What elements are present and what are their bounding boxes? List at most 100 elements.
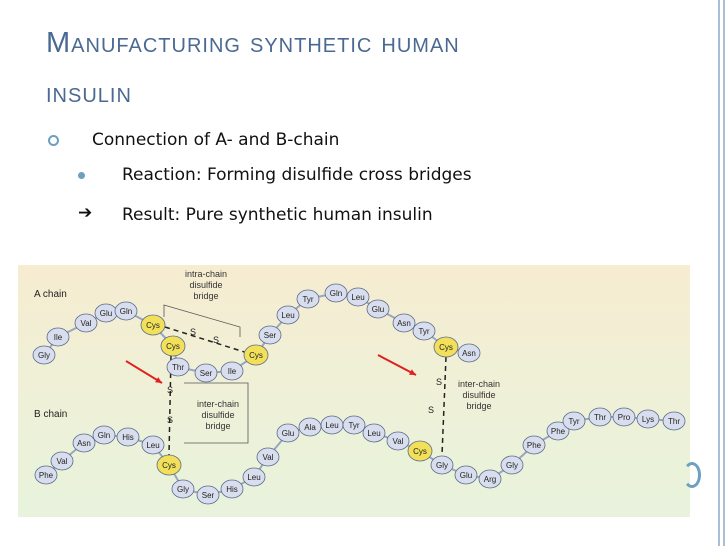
- amino-acid-residue: [612, 407, 636, 427]
- inter-right-line-1: inter-chain: [458, 379, 500, 389]
- amino-acid-residue: [412, 321, 436, 341]
- amino-acid-residue: [34, 465, 58, 485]
- amino-acid-residue: [346, 287, 370, 307]
- slide-corner-rule: [718, 0, 725, 546]
- amino-acid-residue: [32, 345, 56, 365]
- residue-label: Ala: [304, 423, 316, 432]
- sulfur-atom-label: S: [213, 335, 219, 345]
- amino-acid-residue: [194, 363, 218, 383]
- residue-label: Gly: [177, 485, 189, 494]
- amino-acid-residue: [220, 361, 244, 381]
- bullet-text: Connection of A- and B-chain: [92, 130, 340, 150]
- residue-label: His: [122, 433, 134, 442]
- intra-label-line-1: intra-chain: [185, 269, 227, 279]
- residue-label: Gln: [330, 289, 342, 298]
- residue-label: Ile: [54, 333, 63, 342]
- amino-acid-residue: [457, 343, 481, 363]
- amino-acid-residue: [296, 289, 320, 309]
- inter-bridge-label-left: inter-chain disulfide bridge: [197, 399, 239, 431]
- amino-acid-residue: [116, 427, 140, 447]
- intra-chain-bridge-line: [164, 326, 255, 356]
- sulfur-atom-label: S: [167, 415, 173, 425]
- residue-label: Tyr: [418, 327, 429, 336]
- cysteine-residue: [160, 335, 186, 357]
- residue-label: Gly: [506, 461, 518, 470]
- ring-bullet-icon: [48, 135, 59, 146]
- amino-acid-residue: [588, 407, 612, 427]
- residue-label: Gly: [436, 461, 448, 470]
- amino-acid-residue: [500, 455, 524, 475]
- red-arrow-shaft: [377, 354, 417, 376]
- residue-label: Thr: [668, 417, 680, 426]
- residue-label: Tyr: [568, 417, 579, 426]
- amino-acid-residue: [324, 283, 348, 303]
- decorative-arc: [683, 462, 701, 488]
- amino-acid-residue: [166, 357, 190, 377]
- amino-acid-residue: [430, 455, 454, 475]
- residue-label: Gly: [38, 351, 50, 360]
- amino-acid-residue: [392, 313, 416, 333]
- inter-right-line-3: bridge: [466, 401, 491, 411]
- amino-acid-residue: [636, 409, 660, 429]
- residue-label: Val: [81, 319, 92, 328]
- residue-label: Leu: [146, 441, 159, 450]
- intra-label-line-2: disulfide: [189, 280, 222, 290]
- residue-label: Phe: [527, 441, 542, 450]
- amino-acid-residue: [522, 435, 546, 455]
- amino-acid-residue: [220, 479, 244, 499]
- amino-acid-residue: [196, 485, 220, 505]
- residue-label: Gln: [98, 431, 110, 440]
- amino-acid-residue: [478, 469, 502, 489]
- intra-bridge-bracket: [163, 304, 241, 337]
- residue-label: Ile: [228, 367, 237, 376]
- a-chain-label: A chain: [34, 289, 67, 300]
- amino-acid-residue: [276, 423, 300, 443]
- bullet-text: Reaction: Forming disulfide cross bridge…: [122, 165, 472, 185]
- residue-label: Cys: [166, 342, 180, 351]
- amino-acid-residue: [276, 305, 300, 325]
- residue-label: Phe: [551, 427, 566, 436]
- cysteine-residue: [140, 314, 166, 336]
- residue-label: Val: [393, 437, 404, 446]
- slide-title-line-2: insulin: [46, 77, 132, 109]
- residue-label: Glu: [282, 429, 294, 438]
- residue-label: Gln: [120, 307, 132, 316]
- residue-label: Pro: [618, 413, 631, 422]
- residue-label: Leu: [325, 421, 338, 430]
- amino-acid-residue: [114, 301, 138, 321]
- amino-acid-residue: [141, 435, 165, 455]
- red-arrow-head-icon: [155, 377, 162, 383]
- inter-left-line-2: disulfide: [201, 410, 234, 420]
- dot-bullet-icon: [78, 172, 85, 179]
- residue-label: His: [226, 485, 238, 494]
- amino-acid-residue: [92, 425, 116, 445]
- sulfur-atom-label: S: [436, 377, 442, 387]
- amino-acid-residue: [454, 465, 478, 485]
- amino-acid-residue: [342, 415, 366, 435]
- residue-label: Thr: [172, 363, 184, 372]
- residue-label: Lys: [642, 415, 654, 424]
- cysteine-residue: [156, 454, 182, 476]
- b-chain-label: B chain: [34, 409, 67, 420]
- slide-title-line-1: Manufacturing synthetic human: [46, 27, 460, 59]
- inter-chain-bridge-right: [441, 356, 447, 456]
- residue-label: Glu: [100, 309, 112, 318]
- insulin-structure-diagram: A chain B chain intra-chain disulfide br…: [18, 265, 690, 517]
- residue-label: Leu: [247, 473, 260, 482]
- amino-acid-residue: [72, 433, 96, 453]
- inter-right-line-2: disulfide: [462, 390, 495, 400]
- amino-acid-residue: [256, 447, 280, 467]
- residue-label: Cys: [439, 343, 453, 352]
- bullet-text: Result: Pure synthetic human insulin: [122, 205, 433, 225]
- amino-acid-residue: [546, 421, 570, 441]
- inter-chain-bridge-left: [168, 354, 172, 456]
- sulfur-atom-label: S: [428, 405, 434, 415]
- inter-left-line-3: bridge: [205, 421, 230, 431]
- red-arrow-head-icon: [409, 369, 416, 375]
- residue-label: Glu: [372, 305, 384, 314]
- residue-label: Ser: [264, 331, 277, 340]
- residue-label: Leu: [351, 293, 364, 302]
